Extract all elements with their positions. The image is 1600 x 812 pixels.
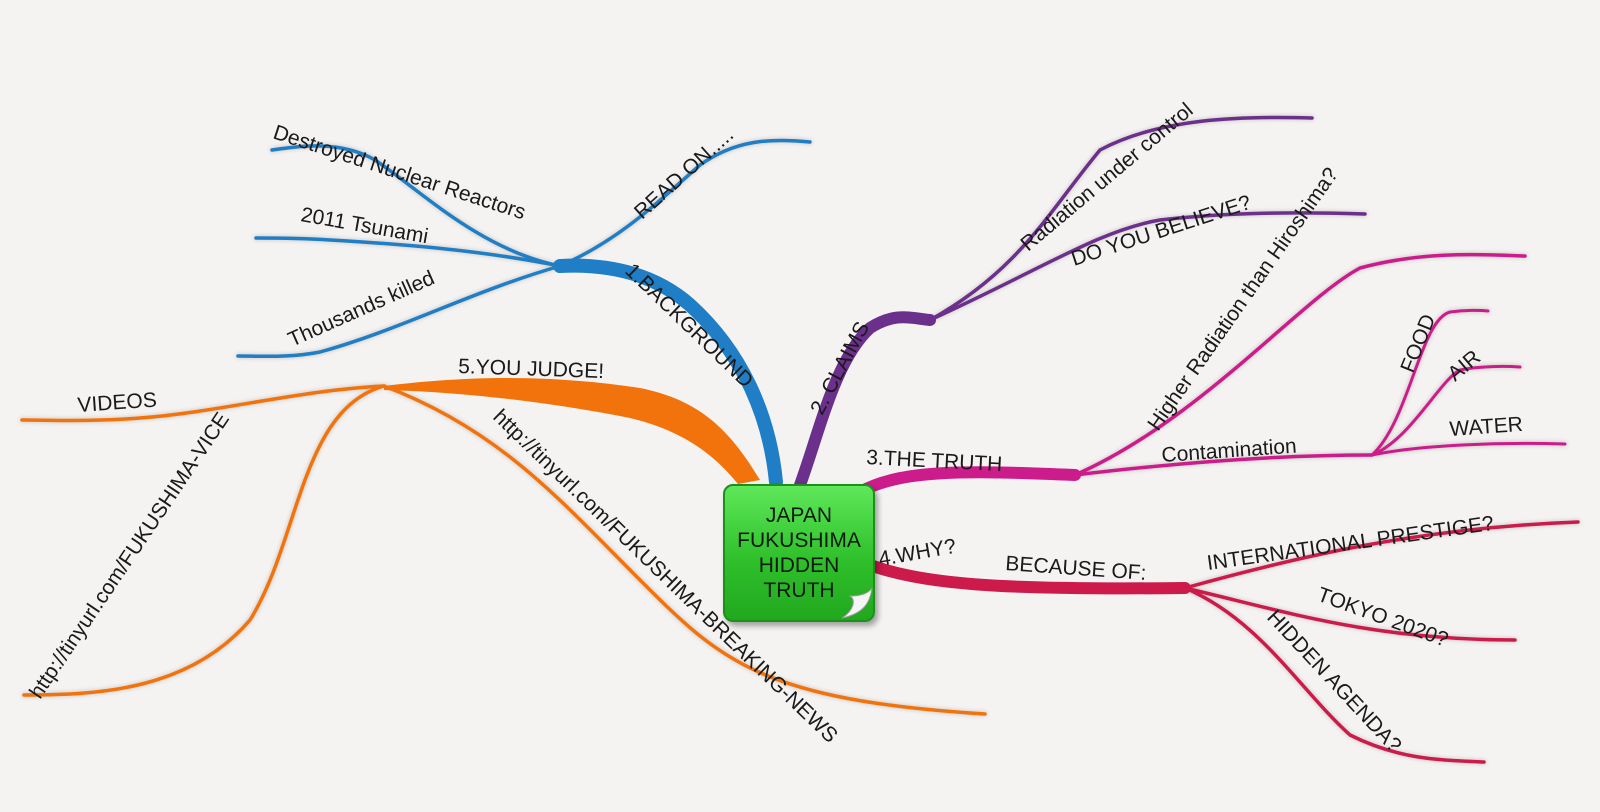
branch-hidden-agenda bbox=[1183, 586, 1486, 764]
label-judge: 5.YOU JUDGE! bbox=[458, 355, 605, 383]
branch-truth-trunk bbox=[854, 466, 1081, 498]
branch-why: 4.WHY? BECAUSE OF: INTERNATIONAL PRESTIG… bbox=[856, 512, 1580, 764]
branch-vice-link bbox=[22, 384, 386, 697]
label-water: WATER bbox=[1449, 413, 1524, 441]
branch-read-on bbox=[558, 138, 812, 268]
central-topic-line: FUKUSHIMA bbox=[737, 529, 861, 552]
branch-claims: 2. CLAIMS Radiation under control DO YOU… bbox=[794, 99, 1367, 491]
branch-international-prestige bbox=[1183, 520, 1580, 590]
central-topic: JAPAN FUKUSHIMA HIDDEN TRUTH bbox=[723, 484, 875, 622]
branch-destroyed-reactors bbox=[270, 144, 562, 268]
label-because-of: BECAUSE OF: bbox=[1005, 552, 1147, 585]
branch-breaking-news-link bbox=[382, 384, 987, 716]
label-videos: VIDEOS bbox=[77, 389, 158, 417]
branch-background-trunk bbox=[553, 258, 783, 489]
label-background: 1.BACKGROUND bbox=[621, 259, 758, 392]
branch-why-trunk bbox=[856, 556, 1191, 595]
branch-tsunami bbox=[254, 236, 562, 268]
label-do-you-believe: DO YOU BELIEVE? bbox=[1068, 191, 1253, 271]
label-contamination: Contamination bbox=[1161, 435, 1298, 467]
branch-judge-trunk bbox=[384, 377, 760, 484]
branch-air bbox=[1370, 364, 1522, 457]
branch-tokyo-2020 bbox=[1183, 586, 1517, 642]
label-claims: 2. CLAIMS bbox=[806, 318, 874, 418]
label-truth: 3.THE TRUTH bbox=[866, 446, 1003, 476]
label-read-on: READ ON..... bbox=[630, 123, 738, 224]
central-topic-line: TRUTH bbox=[763, 579, 835, 602]
label-why: 4.WHY? bbox=[877, 535, 958, 571]
branch-radiation-control bbox=[928, 115, 1314, 322]
branch-water bbox=[1370, 441, 1567, 457]
central-topic-line: HIDDEN bbox=[758, 554, 840, 577]
branch-thousands-killed bbox=[236, 264, 562, 359]
branch-claims-trunk bbox=[794, 311, 936, 491]
label-food: FOOD bbox=[1396, 311, 1440, 376]
label-tokyo-2020: TOKYO 2020? bbox=[1314, 583, 1451, 652]
branch-do-you-believe bbox=[928, 211, 1367, 322]
label-international-prestige: INTERNATIONAL PRESTIGE? bbox=[1205, 512, 1495, 575]
branch-contamination bbox=[1073, 453, 1374, 477]
branch-videos bbox=[20, 384, 386, 423]
page-curl-icon bbox=[841, 587, 873, 619]
central-topic-line: JAPAN bbox=[765, 504, 833, 527]
branch-food bbox=[1370, 308, 1490, 457]
branch-higher-radiation bbox=[1073, 252, 1527, 477]
